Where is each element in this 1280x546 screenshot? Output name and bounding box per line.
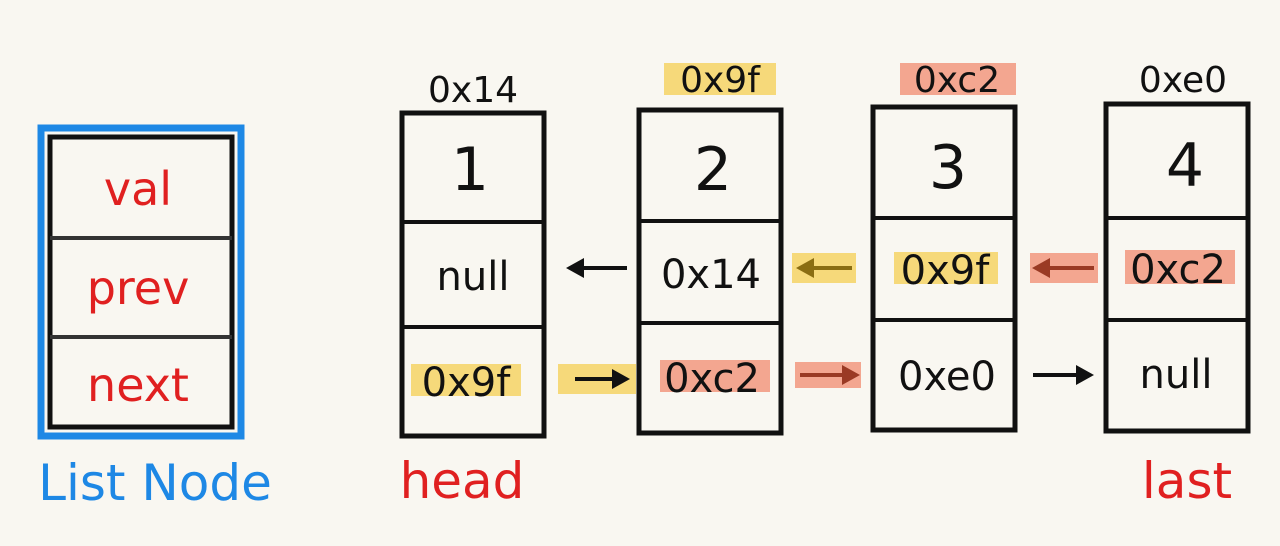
node-val: 4 [1166, 131, 1204, 201]
legend-field-val: val [104, 162, 172, 216]
node-box [399, 110, 547, 439]
node-prev: 0xc2 [1130, 247, 1226, 293]
legend-caption: List Node [38, 454, 272, 512]
node-next: 0x9f [422, 360, 512, 406]
node-val: 3 [929, 133, 967, 203]
next-arrow-1-to-2 [575, 369, 630, 389]
node-next: null [1140, 352, 1213, 398]
highlights [411, 63, 1235, 396]
node-val: 2 [694, 135, 732, 205]
highlight-address-node3 [900, 63, 1016, 95]
arrows [566, 258, 1094, 389]
prev-arrow-4-to-3 [1032, 258, 1094, 278]
head-label: head [400, 452, 525, 510]
highlight-next-node2 [660, 360, 770, 392]
prev-arrow-3-to-2 [796, 258, 852, 278]
legend-outer-frame [37, 124, 245, 440]
node-address: 0x14 [428, 70, 518, 111]
node-box [636, 107, 784, 436]
node-1: 0x14 1 null 0x9f head [399, 70, 547, 510]
legend-field-prev: prev [87, 261, 190, 315]
node-next: 0xc2 [664, 356, 760, 402]
node-4: 0xe0 4 0xc2 null last [1103, 60, 1251, 510]
node-prev: 0x14 [661, 252, 761, 298]
node-box [1103, 101, 1251, 434]
prev-arrow-2-to-1 [566, 258, 627, 278]
highlight-next-node1 [411, 364, 521, 396]
node-address: 0xe0 [1139, 60, 1227, 101]
node-3: 0xc2 3 0x9f 0xe0 [870, 60, 1018, 433]
next-arrow-2-to-3 [800, 365, 860, 385]
node-next: 0xe0 [898, 354, 996, 400]
list-node-legend: val prev next List Node [37, 124, 272, 512]
highlight-prev-node3 [894, 252, 998, 284]
legend-field-next: next [87, 358, 189, 412]
highlight-prev-node4 [1125, 250, 1235, 284]
last-label: last [1142, 452, 1232, 510]
node-box [870, 104, 1018, 433]
highlight-address-node2 [664, 63, 776, 95]
node-prev: null [437, 254, 510, 300]
node-2: 0x9f 2 0x14 0xc2 [636, 60, 784, 436]
legend-inner-frame [47, 134, 235, 430]
node-val: 1 [451, 135, 489, 205]
node-address: 0xc2 [914, 60, 1000, 101]
node-prev: 0x9f [901, 248, 991, 294]
next-arrow-3-to-4 [1033, 365, 1094, 385]
node-address: 0x9f [680, 60, 761, 101]
